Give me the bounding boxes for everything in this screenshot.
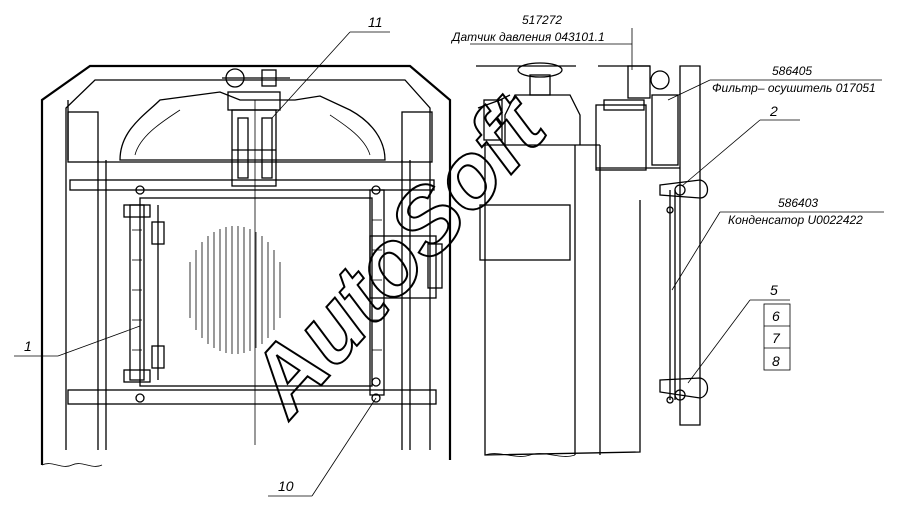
sensor-name-label: Датчик давления 043101.1 [450, 30, 605, 44]
front-view [40, 64, 452, 467]
callout-1: 1 [24, 338, 32, 354]
watermark-text: AutoSoft [228, 74, 567, 435]
fan-hatch [189, 226, 281, 354]
callout-7: 7 [772, 330, 781, 346]
callout-5: 5 [770, 282, 778, 298]
side-view [476, 62, 709, 457]
callout-6: 6 [772, 308, 780, 324]
filter-code-label: 586405 [772, 64, 812, 78]
filter-name-label: Фильтр– осушитель 017051 [712, 81, 876, 95]
leader-lines [14, 28, 884, 497]
condenser-name-label: Конденсатор U0022422 [728, 213, 863, 227]
callout-8: 8 [772, 353, 780, 369]
sensor-code-label: 517272 [522, 13, 562, 27]
callout-10: 10 [278, 478, 294, 494]
condenser-code-label: 586403 [778, 196, 818, 210]
callout-11: 11 [368, 14, 383, 30]
callout-2: 2 [769, 103, 778, 119]
